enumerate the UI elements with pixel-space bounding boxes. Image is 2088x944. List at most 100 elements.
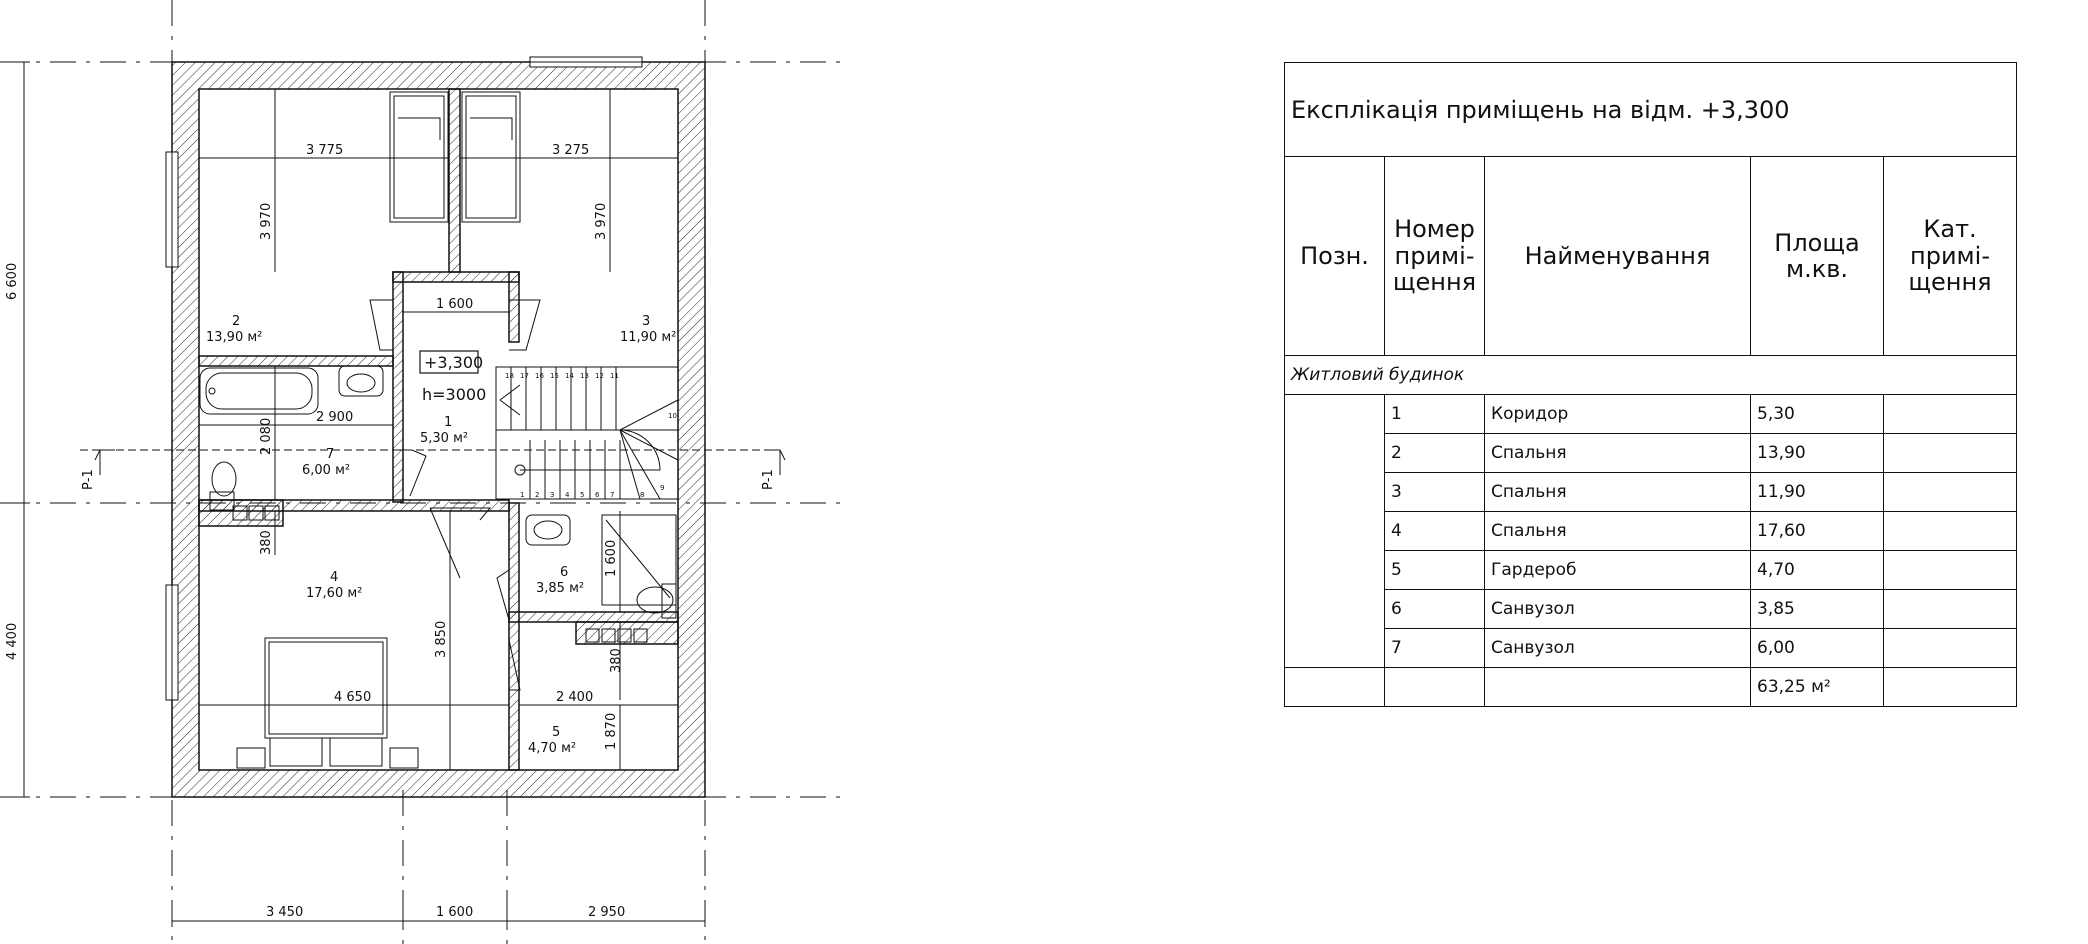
header-num-line: щення bbox=[1392, 268, 1477, 297]
num-cell: 6 bbox=[1384, 589, 1485, 629]
group-row: Житловий будинок bbox=[1283, 355, 2018, 395]
dim-bath-height: 2 080 bbox=[259, 418, 274, 455]
dimension-lines bbox=[18, 61, 786, 927]
room-4-number: 4 bbox=[330, 570, 338, 585]
level-mark: +3,300 bbox=[424, 353, 483, 372]
area-cell: 13,90 bbox=[1750, 433, 1884, 473]
header-category-line: Кат. bbox=[1923, 215, 1977, 244]
name-cell: Гардероб bbox=[1484, 550, 1751, 590]
dim-room3-height: 3 970 bbox=[594, 203, 609, 240]
table-row: 2 Спальня 13,90 bbox=[1285, 433, 2018, 473]
table-row: 5 Гардероб 4,70 bbox=[1285, 550, 2018, 590]
header-name: Найменування bbox=[1484, 156, 1751, 356]
num-cell: 2 bbox=[1384, 433, 1485, 473]
header-area-line: м.кв. bbox=[1785, 255, 1848, 283]
room-7-area: 6,00 м² bbox=[302, 463, 350, 478]
area-cell: 6,00 bbox=[1750, 628, 1884, 668]
stair-step-label: 13 bbox=[580, 372, 589, 380]
area-cell: 5,30 bbox=[1750, 394, 1884, 434]
room-2-area: 13,90 м² bbox=[206, 330, 262, 345]
stair-step-label: 6 bbox=[595, 491, 600, 499]
name-cell: Санвузол bbox=[1484, 589, 1751, 629]
room-3-number: 3 bbox=[642, 314, 650, 329]
stair-step-label: 12 bbox=[595, 372, 604, 380]
num-cell: 3 bbox=[1384, 472, 1485, 512]
header-pos: Позн. bbox=[1284, 156, 1385, 356]
stair-step-label: 16 bbox=[535, 372, 544, 380]
room-1-area: 5,30 м² bbox=[420, 431, 468, 446]
name-cell: Санвузол bbox=[1484, 628, 1751, 668]
total-pos-cell bbox=[1284, 667, 1385, 707]
ceiling-height: h=3000 bbox=[422, 385, 486, 404]
dim-bottom-3: 2 950 bbox=[588, 905, 625, 920]
total-num-cell bbox=[1384, 667, 1485, 707]
stair-step-label: 2 bbox=[535, 491, 539, 499]
room-5-area: 4,70 м² bbox=[528, 741, 576, 756]
dim-overall-top: 6 600 bbox=[5, 263, 20, 300]
name-cell: Спальня bbox=[1484, 511, 1751, 551]
dim-room5-height: 1 870 bbox=[604, 713, 619, 750]
header-category-line: щення bbox=[1908, 268, 1992, 297]
table-row: 4 Спальня 17,60 bbox=[1285, 511, 2018, 551]
stair-step-label: 9 bbox=[660, 484, 664, 492]
table-row: 3 Спальня 11,90 bbox=[1285, 472, 2018, 512]
stair-step-label: 18 bbox=[505, 372, 514, 380]
name-cell: Коридор bbox=[1484, 394, 1751, 434]
stair-step-label: 4 bbox=[565, 491, 570, 499]
header-num: Номер примі- щення bbox=[1384, 156, 1485, 356]
dim-bath-width: 2 900 bbox=[316, 410, 353, 425]
dim-room4-height: 3 850 bbox=[434, 621, 449, 658]
dim-room6-height: 1 600 bbox=[604, 540, 619, 577]
dim-duct-left: 380 bbox=[259, 530, 274, 555]
cat-cell bbox=[1882, 628, 2018, 668]
cat-cell bbox=[1882, 550, 2018, 590]
dim-room3-width: 3 275 bbox=[552, 143, 589, 158]
header-area-line: Площа bbox=[1774, 228, 1860, 257]
dim-room2-width: 3 775 bbox=[306, 143, 343, 158]
num-cell: 7 bbox=[1384, 628, 1485, 668]
stair-step-label: 10 bbox=[668, 412, 677, 420]
room-1-number: 1 bbox=[444, 415, 452, 430]
area-cell: 11,90 bbox=[1750, 472, 1884, 512]
room-6-area: 3,85 м² bbox=[536, 581, 584, 596]
area-cell: 3,85 bbox=[1750, 589, 1884, 629]
dim-room2-height: 3 970 bbox=[259, 203, 274, 240]
dim-overall-bottom: 4 400 bbox=[5, 623, 20, 660]
windows bbox=[165, 56, 643, 701]
cat-cell bbox=[1882, 589, 2018, 629]
stair-step-label: 7 bbox=[610, 491, 614, 499]
stair-step-label: 1 bbox=[520, 491, 524, 499]
cat-cell bbox=[1882, 511, 2018, 551]
room-2-number: 2 bbox=[232, 314, 240, 329]
exterior-walls bbox=[171, 61, 706, 798]
cat-cell bbox=[1882, 394, 2018, 434]
header-area: Площа м.кв. bbox=[1750, 156, 1884, 356]
pos-cell bbox=[1284, 394, 1385, 668]
stair-step-label: 5 bbox=[580, 491, 584, 499]
stair-step-label: 11 bbox=[610, 372, 619, 380]
table-row: 1 Коридор 5,30 bbox=[1284, 394, 2018, 668]
section-mark-left: Р-1 bbox=[81, 469, 96, 490]
dim-room5-width: 2 400 bbox=[556, 690, 593, 705]
header-num-line: Номер bbox=[1394, 215, 1475, 244]
total-area-cell: 63,25 м² bbox=[1750, 667, 1884, 707]
stair-step-label: 17 bbox=[520, 372, 529, 380]
stair: 18 17 16 15 14 13 12 11 10 1 2 3 4 5 6 7… bbox=[495, 366, 679, 500]
dim-bottom-1: 3 450 bbox=[266, 905, 303, 920]
num-cell: 4 bbox=[1384, 511, 1485, 551]
room-explication-table: Експлікація приміщень на відм. +3,300 По… bbox=[1283, 62, 2018, 707]
dim-corridor-width: 1 600 bbox=[436, 297, 473, 312]
area-cell: 17,60 bbox=[1750, 511, 1884, 551]
room-7-number: 7 bbox=[326, 447, 334, 462]
cat-cell bbox=[1882, 433, 2018, 473]
dim-bottom-2: 1 600 bbox=[436, 905, 473, 920]
header-category-line: примі- bbox=[1910, 241, 1990, 270]
interior-walls bbox=[198, 88, 679, 771]
stair-step-label: 8 bbox=[640, 491, 644, 499]
cat-cell bbox=[1882, 472, 2018, 512]
header-category: Кат. примі- щення bbox=[1882, 156, 2018, 356]
header-num-line: примі- bbox=[1394, 241, 1475, 270]
total-row: 63,25 м² bbox=[1284, 667, 2018, 707]
table-row: 6 Санвузол 3,85 bbox=[1285, 589, 2018, 629]
room-4-area: 17,60 м² bbox=[306, 586, 362, 601]
